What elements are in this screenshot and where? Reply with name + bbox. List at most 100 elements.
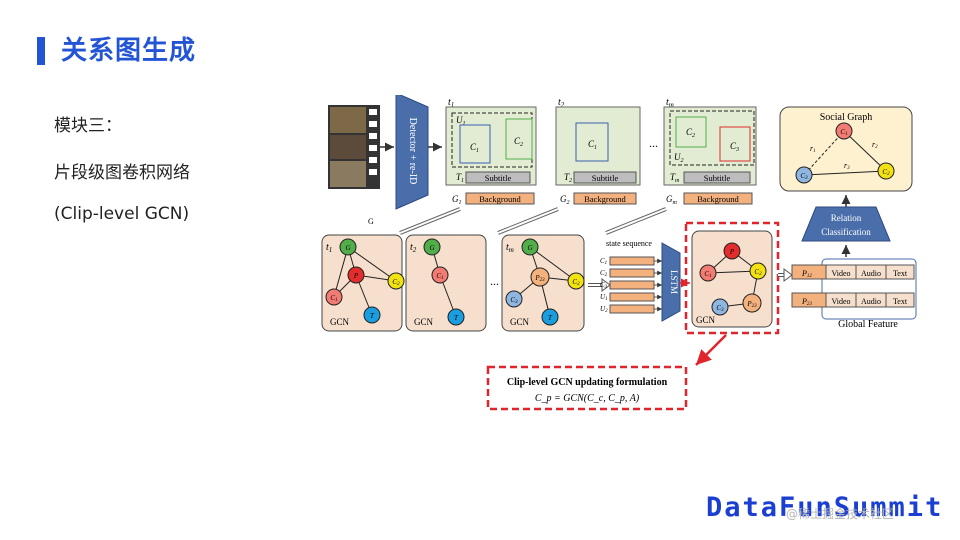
svg-text:G1: G1 [452,194,462,206]
subtitle-label: Subtitle [485,173,512,183]
svg-text:C_p = GCN(C_c, C_p, A): C_p = GCN(C_c, C_p, A) [535,393,640,404]
svg-text:...: ... [490,274,499,288]
svg-text:P: P [729,248,735,256]
svg-text:C3: C3 [730,141,739,153]
svg-text:GCN: GCN [414,317,434,327]
svg-text:state sequence: state sequence [606,239,652,248]
clip-1: t1 U1 C1 C2 T1 Subtitle G1 Background [445,97,537,206]
svg-text:Text: Text [893,269,908,278]
svg-text:C1: C1 [840,128,847,137]
svg-text:GCN: GCN [696,315,716,325]
svg-text:P23: P23 [746,300,757,309]
svg-text:T1: T1 [456,172,464,184]
svg-text:r2: r2 [872,140,878,150]
svg-text:Gm: Gm [666,194,678,206]
graph-panel-m: tm G P23 C3 C2 T GCN [501,234,585,332]
svg-text:Video: Video [831,297,850,306]
relation-classification: Relation Classification [801,206,891,242]
svg-text:C2: C2 [572,278,580,287]
svg-text:Classification: Classification [821,227,871,237]
social-graph: Social Graph C1 C3 C2 r1 r2 r3 [779,106,913,192]
state-sequence: state sequence C1 C2 C3 U1 U2 [600,239,662,314]
svg-text:Subtitle: Subtitle [592,173,619,183]
svg-text:Subtitle: Subtitle [704,173,731,183]
clip-m: tm C2 C3 U2 Tm Subtitle Gm Background [663,97,757,206]
svg-text:C3: C3 [800,172,808,181]
video-frames-thumbnail [328,105,380,189]
module-label: 模块三： [54,116,122,136]
svg-text:Social Graph: Social Graph [820,112,873,123]
highlighted-gcn: P C1 C2 P23 C3 GCN [684,221,780,335]
svg-text:r1: r1 [810,144,816,154]
formula-box: Clip-level GCN updating formulation C_p … [486,365,688,411]
svg-text:Audio: Audio [861,269,881,278]
title-accent-bar [37,37,45,65]
svg-text:G: G [345,244,350,252]
svg-text:Global Feature: Global Feature [838,319,898,330]
svg-text:C1: C1 [704,270,711,279]
svg-text:G2: G2 [560,194,570,206]
svg-text:C2: C2 [882,168,890,177]
svg-text:t2: t2 [410,242,417,254]
svg-text:Tm: Tm [670,172,680,184]
clip-2: t2 C1 T2 Subtitle G2 Background [555,97,641,206]
svg-text:G: G [527,244,532,252]
clip-ellipsis: ... [649,136,658,150]
svg-text:Clip-level GCN updating formul: Clip-level GCN updating formulation [507,377,668,388]
svg-text:t1: t1 [448,97,454,109]
svg-text:tm: tm [506,242,514,254]
svg-text:C2: C2 [754,268,762,277]
watermark: @稀土掘金技术社区 [786,507,895,521]
svg-text:Background: Background [697,194,739,204]
detector-block: Detector + re-ID [395,95,429,210]
svg-text:C1: C1 [470,142,479,154]
svg-text:t1: t1 [326,242,332,254]
svg-text:C1: C1 [588,139,597,151]
slide-title: 关系图生成 [61,36,197,66]
svg-text:tm: tm [666,97,674,109]
svg-text:U1: U1 [456,115,466,127]
svg-text:U1: U1 [600,293,608,302]
svg-text:U2: U2 [600,305,608,314]
svg-text:P23: P23 [801,297,812,307]
svg-text:Relation: Relation [831,213,862,223]
svg-text:C1: C1 [436,272,443,281]
svg-text:P12: P12 [801,269,812,279]
module-name-en: (Clip-level GCN) [54,204,190,224]
svg-text:C1: C1 [330,294,337,303]
svg-text:C3: C3 [600,281,608,290]
datafunsummit-logo: DataFunSummit [706,492,944,523]
svg-text:GCN: GCN [510,317,530,327]
svg-text:LSTM: LSTM [669,270,679,294]
svg-text:GCN: GCN [330,317,350,327]
graph-panel-1: t1 G P C1 C2 T GCN [321,234,405,332]
svg-text:Background: Background [584,194,626,204]
svg-text:G: G [429,244,434,252]
svg-text:t2: t2 [558,97,565,109]
svg-text:U2: U2 [674,152,684,164]
svg-text:Video: Video [831,269,850,278]
graph-panel-2: t2 G C1 T GCN [405,234,487,332]
svg-text:C3: C3 [510,296,518,305]
svg-text:T: T [370,312,375,320]
architecture-diagram: Detector + re-ID t1 U1 C1 C2 T1 Subtitle… [321,95,917,411]
module-name-cn: 片段级图卷积网络 [54,163,190,183]
svg-text:C2: C2 [600,269,608,278]
svg-text:C2: C2 [392,278,400,287]
svg-text:P23: P23 [534,274,545,283]
svg-text:C1: C1 [600,257,607,266]
svg-text:r3: r3 [844,161,850,171]
svg-text:T: T [454,314,459,322]
detector-label: Detector + re-ID [407,118,418,185]
svg-text:Text: Text [893,297,908,306]
clip-to-graph-arrows [399,207,667,235]
svg-text:T2: T2 [564,172,572,184]
g-label: G [368,217,374,226]
svg-text:T: T [548,314,553,322]
svg-text:C3: C3 [716,304,724,313]
svg-text:C2: C2 [514,136,523,148]
svg-text:C2: C2 [686,127,695,139]
svg-text:P: P [353,272,359,280]
lstm-block: LSTM [661,242,681,322]
global-feature: P12 Video Audio Text P23 Video Audio Tex… [791,258,917,330]
